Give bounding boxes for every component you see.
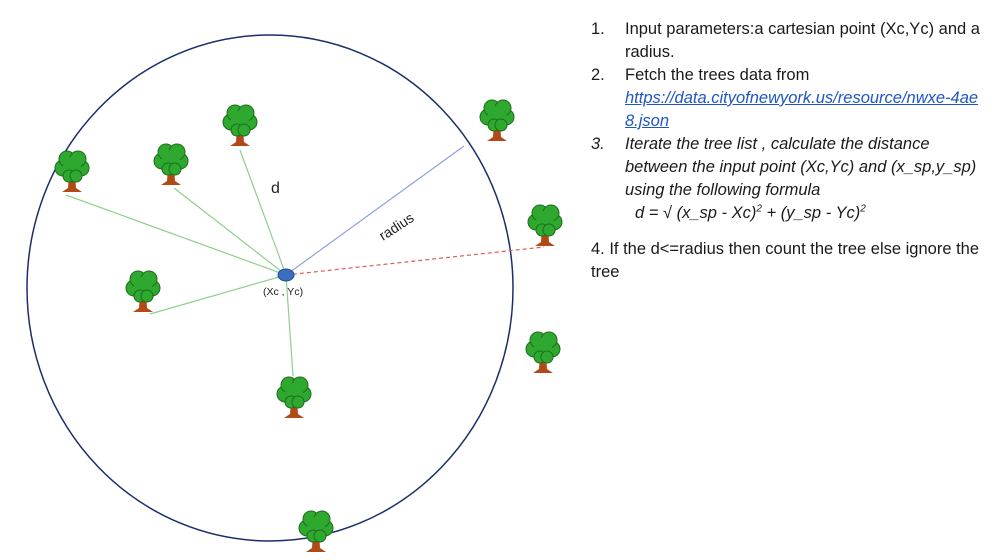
formula-exponent: 2 xyxy=(756,203,762,215)
distance-line xyxy=(149,274,287,315)
tree-icon xyxy=(526,203,564,248)
step-4: 4. If the d<=radius then count the tree … xyxy=(591,240,980,281)
distance-label: d xyxy=(271,180,280,197)
outside-distance-line xyxy=(285,246,545,276)
distance-lines xyxy=(65,149,294,377)
steps-panel: 1. Input parameters:a cartesian point (X… xyxy=(588,18,988,284)
tree-icon xyxy=(221,103,259,148)
step-2: 2. Fetch the trees data from https://dat… xyxy=(588,64,988,133)
distance-line xyxy=(65,194,287,276)
data-source-link[interactable]: https://data.cityofnewyork.us/resource/n… xyxy=(625,89,979,130)
formula-part-x: d = √ (x_sp - Xc) xyxy=(635,204,757,222)
step-3: 3. Iterate the tree list , calculate the… xyxy=(588,133,988,225)
step-number: 3. xyxy=(591,135,605,153)
radius-line xyxy=(285,145,465,276)
step-number: 1. xyxy=(591,20,605,38)
distance-line xyxy=(285,274,294,377)
tree-icon xyxy=(53,149,91,194)
tree-icon xyxy=(524,330,562,375)
radius-label: radius xyxy=(376,209,417,243)
step-number: 2. xyxy=(591,66,605,84)
step-text: Input parameters:a cartesian point (Xc,Y… xyxy=(625,20,980,61)
step-1: 1. Input parameters:a cartesian point (X… xyxy=(588,18,988,64)
center-label: (Xc , Yc) xyxy=(263,286,303,298)
formula-exponent: 2 xyxy=(860,203,866,215)
radius-circle xyxy=(26,34,514,542)
tree-icon xyxy=(124,269,162,314)
center-point xyxy=(277,268,295,282)
step-text: Iterate the tree list , calculate the di… xyxy=(625,135,977,199)
tree-radius-diagram: d radius (Xc , Yc) xyxy=(26,34,564,554)
step-text: Fetch the trees data from xyxy=(625,66,810,84)
tree-icon xyxy=(152,142,190,187)
tree-icon xyxy=(297,509,335,554)
tree-icon xyxy=(275,375,313,420)
distance-formula: d = √ (x_sp - Xc)2 + (y_sp - Yc)2 xyxy=(625,202,988,225)
distance-line xyxy=(239,149,287,276)
formula-part-y: + (y_sp - Yc) xyxy=(761,204,861,222)
tree-icon xyxy=(478,98,516,143)
distance-line xyxy=(173,187,287,276)
